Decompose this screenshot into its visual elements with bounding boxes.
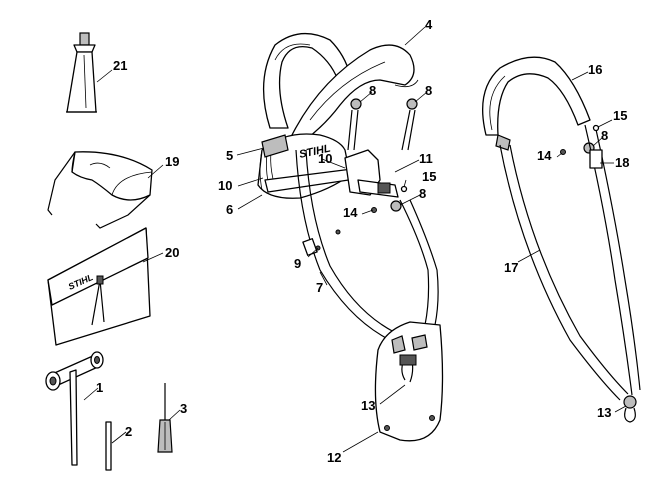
callout-15a: 15: [422, 169, 436, 184]
safety-glasses: [47, 151, 153, 229]
leader-lines: [83, 26, 627, 453]
callout-8b: 8: [425, 83, 432, 98]
grease-tube: [66, 32, 97, 113]
screwdriver: [157, 383, 173, 453]
callout-10a: 10: [218, 178, 232, 193]
callout-14b: 14: [537, 148, 552, 163]
callout-15b: 15: [613, 108, 627, 123]
harness-hip-pad: STIHL: [257, 133, 363, 199]
callout-19: 19: [165, 154, 179, 169]
callout-13a: 13: [361, 398, 375, 413]
callout-21: 21: [113, 58, 127, 73]
callout-8c: 8: [419, 186, 426, 201]
single-shoulder-pad: [482, 56, 591, 151]
callout-5: 5: [226, 148, 233, 163]
callout-3: 3: [180, 401, 187, 416]
callout-13b: 13: [597, 405, 611, 420]
single-strap-hook: [623, 395, 637, 423]
callout-17: 17: [504, 260, 518, 275]
harness-back-plate: [344, 149, 399, 198]
callout-8a: 8: [369, 83, 376, 98]
callout-12: 12: [327, 450, 341, 465]
carrying-plate: [374, 321, 444, 442]
callout-7: 7: [316, 280, 323, 295]
tool-pouch: [47, 227, 151, 346]
callout-4: 4: [425, 17, 433, 32]
single-strap: [499, 124, 641, 401]
callout-18: 18: [615, 155, 629, 170]
callout-labels: 1 2 3 4 5 6 7 8 8 8 8 9 10 10 11 12 13 1…: [96, 17, 629, 465]
callout-9: 9: [294, 256, 301, 271]
callout-2: 2: [125, 424, 132, 439]
harness-shoulder-pads: [262, 33, 419, 141]
snap-hooks: [347, 98, 595, 212]
callout-11: 11: [419, 151, 433, 166]
callout-1: 1: [96, 380, 103, 395]
callout-16: 16: [588, 62, 602, 77]
pin: [105, 421, 112, 471]
callout-20: 20: [165, 245, 179, 260]
callout-8d: 8: [601, 128, 608, 143]
callout-6: 6: [226, 202, 233, 217]
combination-wrench: [45, 351, 104, 466]
callout-14a: 14: [343, 205, 358, 220]
callout-10b: 10: [318, 151, 332, 166]
